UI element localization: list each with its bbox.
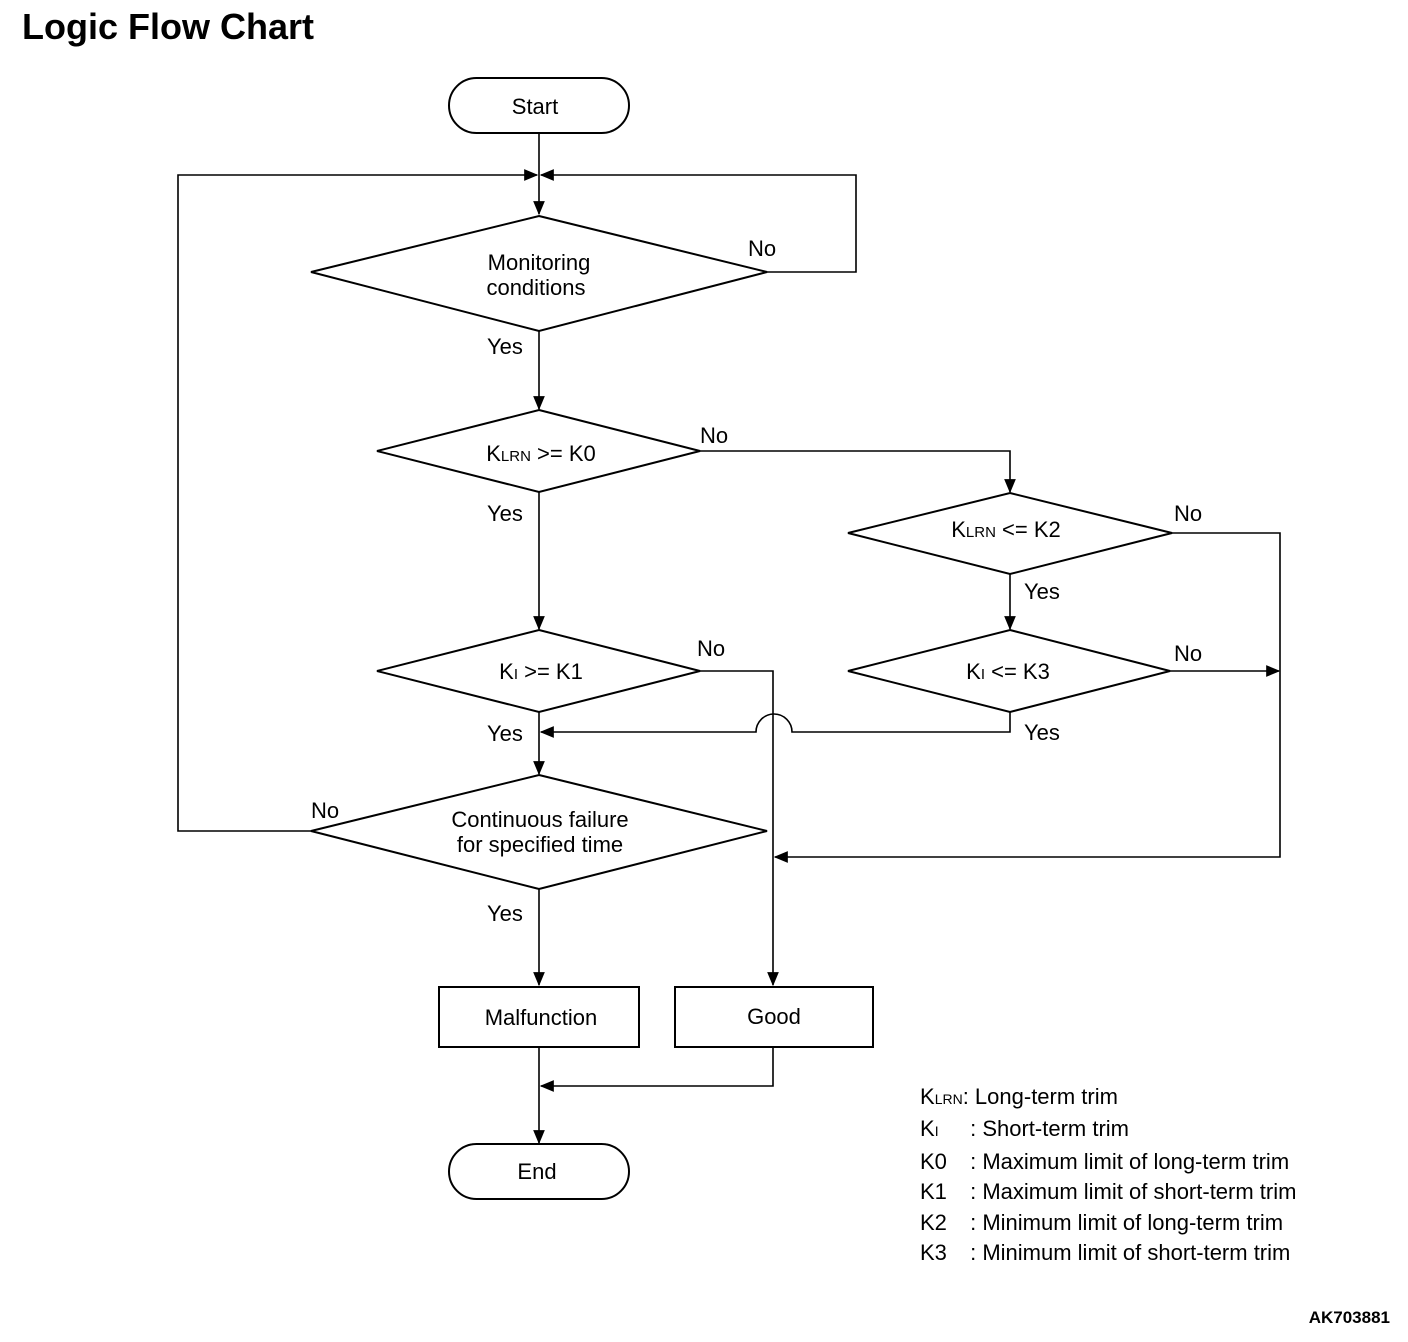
- monitoring-no-label: No: [748, 236, 776, 261]
- legend-symbol: KI: [920, 1116, 939, 1142]
- legend-symbol: K2: [920, 1209, 947, 1235]
- ki-k3-decision: KI <= K3: [847, 628, 1171, 714]
- legend-row: K2 : Minimum limit of long-term trim: [920, 1208, 1296, 1238]
- ki-k3-yes-label: Yes: [1024, 720, 1060, 745]
- legend-row: K3 : Minimum limit of short-term trim: [920, 1238, 1296, 1268]
- legend-description: : Long-term trim: [962, 1084, 1118, 1109]
- klrn-k0-no-label: No: [700, 423, 728, 448]
- connector-klrn-k2-no: [773, 532, 1281, 863]
- legend-description: : Maximum limit of long-term trim: [964, 1148, 1290, 1174]
- klrn-k2-label: KLRN <= K2: [951, 517, 1061, 542]
- legend-symbol: K1: [920, 1179, 947, 1205]
- continuous-label-1: Continuous failure: [451, 807, 628, 832]
- legend-symbol: K3: [920, 1240, 947, 1266]
- klrn-k2-no-label: No: [1174, 501, 1202, 526]
- continuous-no-label: No: [311, 798, 339, 823]
- legend-description: : Maximum limit of short-term trim: [964, 1179, 1297, 1205]
- legend-description: : Minimum limit of long-term trim: [964, 1209, 1284, 1235]
- legend-description: : Minimum limit of short-term trim: [964, 1240, 1291, 1266]
- legend-row: KI : Short-term trim: [920, 1114, 1296, 1146]
- connector-good: [539, 1047, 774, 1092]
- ki-k1-decision: KI >= K1: [376, 628, 701, 714]
- legend-symbol: KLRN: [920, 1084, 963, 1109]
- start-terminal: Start: [448, 77, 630, 134]
- klrn-k0-decision: KLRN >= K0: [376, 408, 701, 494]
- start-label: Start: [512, 94, 558, 119]
- klrn-k2-decision: KLRN <= K2: [847, 491, 1173, 576]
- legend: KLRN: Long-term trim KI : Short-term tri…: [920, 1082, 1296, 1268]
- malfunction-label: Malfunction: [485, 1005, 598, 1030]
- legend-symbol: K0: [920, 1148, 947, 1174]
- continuous-failure-decision: Continuous failure for specified time: [310, 773, 768, 891]
- legend-row: K1 : Maximum limit of short-term trim: [920, 1177, 1296, 1207]
- monitoring-yes-label: Yes: [487, 334, 523, 359]
- page-title: Logic Flow Chart: [22, 6, 314, 47]
- connector-continuous-no: [177, 169, 539, 832]
- klrn-k2-yes-label: Yes: [1024, 579, 1060, 604]
- legend-description: : Short-term trim: [964, 1116, 1130, 1142]
- legend-row: K0 : Maximum limit of long-term trim: [920, 1147, 1296, 1177]
- good-label: Good: [747, 1004, 801, 1029]
- end-terminal: End: [448, 1143, 630, 1200]
- figure-id: AK703881: [1308, 1308, 1390, 1327]
- good-box: Good: [674, 986, 874, 1048]
- monitoring-decision: Monitoring conditions: [310, 214, 768, 333]
- malfunction-box: Malfunction: [438, 986, 640, 1048]
- connector-ki-k3-yes: [539, 712, 1011, 738]
- continuous-label-2: for specified time: [457, 832, 623, 857]
- ki-k1-label: KI >= K1: [499, 659, 583, 684]
- connector-ki-k1-no: [700, 670, 779, 987]
- legend-row: KLRN: Long-term trim: [920, 1082, 1296, 1114]
- ki-k1-yes-label: Yes: [487, 721, 523, 746]
- ki-k1-no-label: No: [697, 636, 725, 661]
- connector-monitoring-no: [539, 169, 857, 273]
- klrn-k0-label: KLRN >= K0: [486, 441, 596, 466]
- continuous-yes-label: Yes: [487, 901, 523, 926]
- ki-k3-no-label: No: [1174, 641, 1202, 666]
- end-label: End: [517, 1159, 556, 1184]
- connector-klrn-k0-no: [700, 450, 1016, 494]
- ki-k3-label: KI <= K3: [966, 659, 1050, 684]
- monitoring-label-1: Monitoring: [488, 250, 591, 275]
- monitoring-label-2: conditions: [486, 275, 585, 300]
- klrn-k0-yes-label: Yes: [487, 501, 523, 526]
